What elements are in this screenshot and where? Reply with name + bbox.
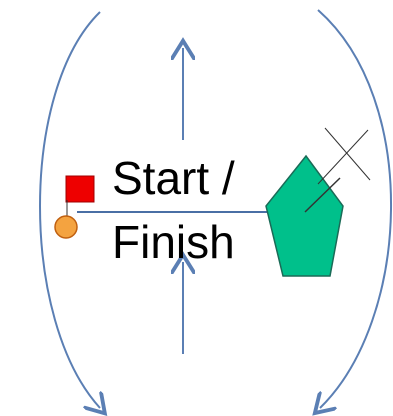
- flag-icon: [65, 175, 95, 203]
- cross-icon: [317, 127, 371, 185]
- left-curved-arrow: [39, 11, 100, 408]
- finish-label: Finish: [112, 216, 235, 268]
- orange-buoy-icon: [54, 215, 78, 239]
- green-pentagon-mark-icon: [265, 154, 344, 277]
- right-curved-arrow: [318, 9, 392, 408]
- pentagon-to-cross-line: [304, 177, 341, 213]
- start-label: Start /: [112, 152, 235, 204]
